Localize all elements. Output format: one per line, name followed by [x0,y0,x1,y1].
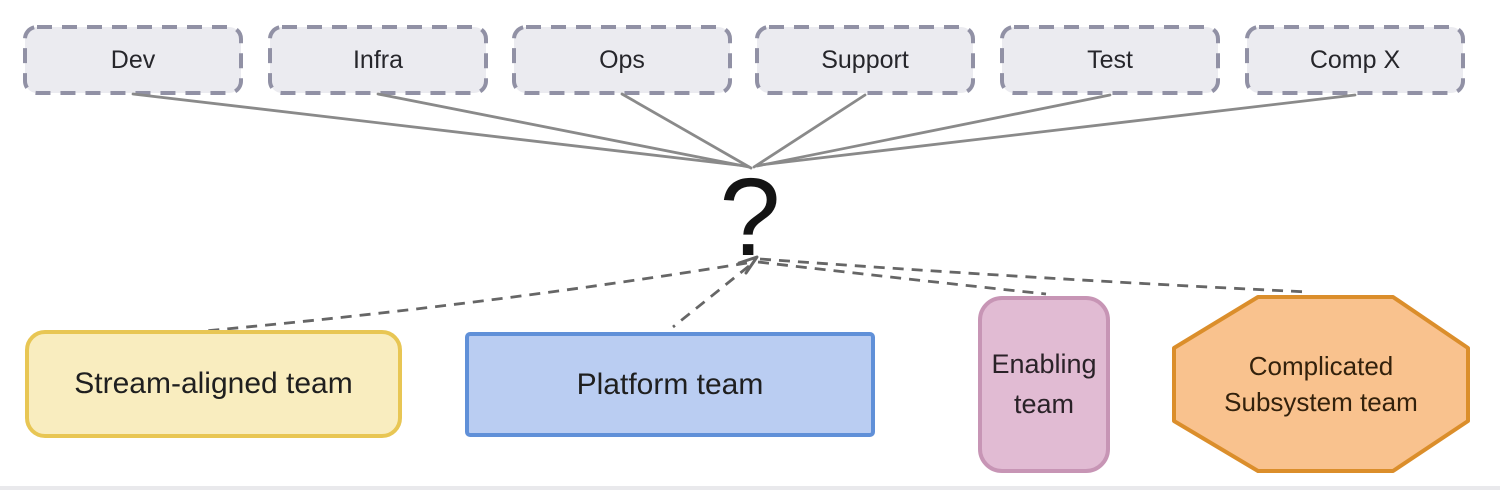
connector-infra-question [376,92,751,169]
silo-box-support [755,25,975,95]
arrowhead-question [737,255,759,275]
enabling-team-shape [978,296,1110,473]
bottom-edge-strip [0,486,1500,490]
stream-aligned-team-shape [25,330,402,438]
connector-test-question [755,93,1112,168]
org-silo-shapes [23,25,1465,95]
silo-box-compx [1245,25,1465,95]
dashed-connector-lines [203,257,1310,333]
connector-question-platform [672,264,750,329]
platform-team-shape [465,332,875,437]
connector-support-question [752,93,867,169]
connector-question-enabling [757,260,1047,296]
silo-box-test [1000,25,1220,95]
silo-box-ops [512,25,732,95]
solid-connector-lines [131,92,1357,170]
silo-box-infra [268,25,488,95]
connector-ops-question [620,92,753,170]
complicated-subsystem-team-shape [1172,295,1470,473]
connector-compx-question [758,93,1357,167]
silo-box-dev [23,25,243,95]
connector-question-octagon [759,257,1310,294]
connector-question-stream [203,261,748,333]
connector-dev-question [131,92,748,168]
